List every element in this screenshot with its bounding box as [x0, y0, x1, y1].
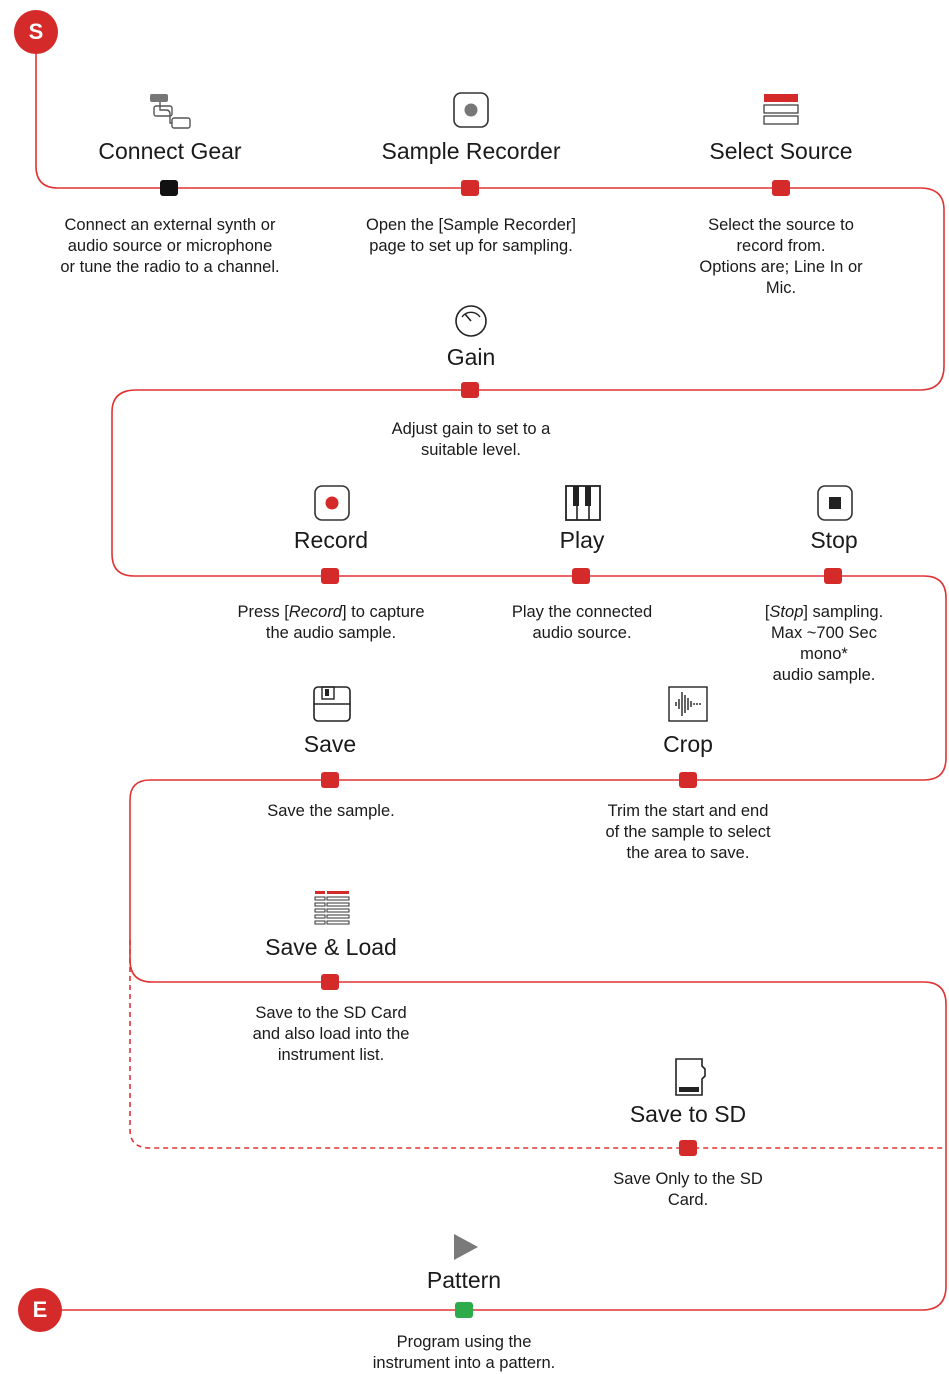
title-select-source: Select Source [709, 138, 853, 164]
desc-save-sd: Save Only to the SD Card. [613, 1170, 763, 1209]
floppy-disk-icon [313, 686, 351, 722]
node-save [321, 772, 339, 788]
desc-sample-recorder: Open the [Sample Recorder] page to set u… [365, 216, 577, 255]
desc-crop: Trim the start and end of the sample to … [605, 802, 771, 862]
desc-stop-pre: [ [764, 603, 770, 621]
desc-save-load: Save to the SD Card and also load into t… [252, 1004, 410, 1064]
desc-gain: Adjust gain to set to a suitable level. [391, 420, 551, 459]
desc-record-pre: Press [ [237, 603, 289, 621]
desc-record-post: ] to capture the audio sample. [265, 603, 425, 642]
list-icon [763, 94, 799, 125]
node-sample-recorder [461, 180, 479, 196]
title-play: Play [559, 527, 605, 553]
path-row1 [35, 48, 947, 1005]
stop-icon [817, 485, 853, 521]
title-save-sd: Save to SD [629, 1101, 747, 1127]
sd-card-icon [675, 1058, 706, 1096]
desc-save: Save the sample. [267, 802, 395, 820]
node-crop [679, 772, 697, 788]
title-stop: Stop [810, 527, 858, 553]
title-crop: Crop [663, 731, 713, 757]
record-button-icon [453, 92, 489, 128]
desc-stop: [Stop] sampling. Max ~700 Sec mono* audi… [762, 602, 887, 686]
node-connect-gear [160, 180, 178, 196]
node-stop [824, 568, 842, 584]
desc-select-source: Select the source to record from. Option… [699, 216, 863, 297]
end-badge: E [18, 1288, 62, 1332]
node-play [572, 568, 590, 584]
connection-icon [150, 94, 191, 129]
desc-play: Play the connected audio source. [511, 603, 653, 642]
play-triangle-icon [454, 1234, 478, 1260]
title-save-load: Save & Load [265, 934, 397, 960]
desc-connect-gear: Connect an external synth or audio sourc… [60, 216, 280, 276]
desc-stop-post: ] sampling. Max ~700 Sec mono* audio sam… [771, 603, 884, 684]
waveform-icon [668, 686, 708, 722]
record-icon [314, 485, 350, 521]
node-save-sd [679, 1140, 697, 1156]
piano-keys-icon [565, 485, 601, 521]
title-sample-recorder: Sample Recorder [381, 138, 561, 164]
instrument-list-icon [314, 891, 350, 925]
node-gain [461, 382, 479, 398]
desc-stop-em: Stop [769, 603, 804, 621]
node-pattern [455, 1302, 473, 1318]
title-save: Save [303, 731, 357, 757]
title-pattern: Pattern [426, 1267, 502, 1293]
path-row1b [129, 940, 946, 1149]
start-badge: S [14, 10, 58, 54]
gain-knob-icon [455, 305, 487, 337]
node-select-source [772, 180, 790, 196]
title-record: Record [293, 527, 369, 553]
desc-record-em: Record [288, 603, 342, 621]
node-record [321, 568, 339, 584]
desc-record: Press [Record] to capture the audio samp… [237, 602, 424, 644]
desc-pattern: Program using the instrument into a patt… [372, 1333, 556, 1372]
title-connect-gear: Connect Gear [98, 138, 242, 164]
title-gain: Gain [446, 344, 496, 370]
path-end [40, 1004, 947, 1311]
node-save-load [321, 974, 339, 990]
